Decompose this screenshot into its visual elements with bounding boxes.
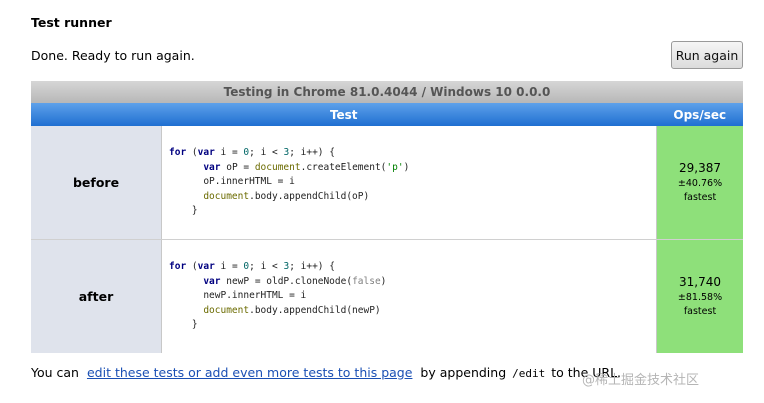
test-name: before	[31, 126, 162, 240]
ops-cell: 31,740 ±81.58% fastest	[656, 239, 743, 353]
ops-rank: fastest	[683, 305, 717, 317]
test-code: for (var i = 0; i < 3; i++) { var oP = d…	[161, 126, 657, 240]
watermark: @稀土掘金技术社区	[582, 373, 700, 388]
test-code: for (var i = 0; i < 3; i++) { var newP =…	[161, 239, 657, 353]
column-header-ops: Ops/sec	[656, 103, 743, 126]
ops-cell: 29,387 ±40.76% fastest	[656, 126, 743, 240]
ops-rank: fastest	[683, 191, 717, 203]
edit-tests-link[interactable]: edit these tests or add even more tests …	[86, 365, 413, 380]
browser-caption: Testing in Chrome 81.0.4044 / Windows 10…	[31, 81, 743, 103]
footer-note: You can edit these tests or add even mor…	[31, 365, 621, 380]
ops-error: ±40.76%	[677, 177, 723, 189]
ops-value: 31,740	[679, 274, 721, 289]
code-block: for (var i = 0; i < 3; i++) { var newP =…	[169, 261, 387, 331]
footer-middle: by appending	[420, 365, 507, 380]
run-again-button[interactable]: Run again	[671, 41, 743, 69]
ops-error: ±81.58%	[677, 291, 723, 303]
footer-prefix: You can	[31, 365, 79, 380]
footer-suffix: to the URL.	[551, 365, 622, 380]
column-header-test: Test	[31, 103, 657, 126]
table-header-row: Test Ops/sec	[31, 103, 743, 126]
ops-value: 29,387	[679, 160, 721, 175]
code-block: for (var i = 0; i < 3; i++) { var oP = d…	[169, 147, 410, 217]
table-row: after for (var i = 0; i < 3; i++) { var …	[31, 239, 743, 353]
page-heading: Test runner	[31, 15, 112, 30]
test-name: after	[31, 239, 162, 353]
table-row: before for (var i = 0; i < 3; i++) { var…	[31, 126, 743, 240]
table-caption-row: Testing in Chrome 81.0.4044 / Windows 10…	[31, 81, 743, 103]
results-table: Testing in Chrome 81.0.4044 / Windows 10…	[31, 81, 743, 353]
footer-code: /edit	[512, 367, 546, 380]
status-text: Done. Ready to run again.	[31, 48, 195, 63]
